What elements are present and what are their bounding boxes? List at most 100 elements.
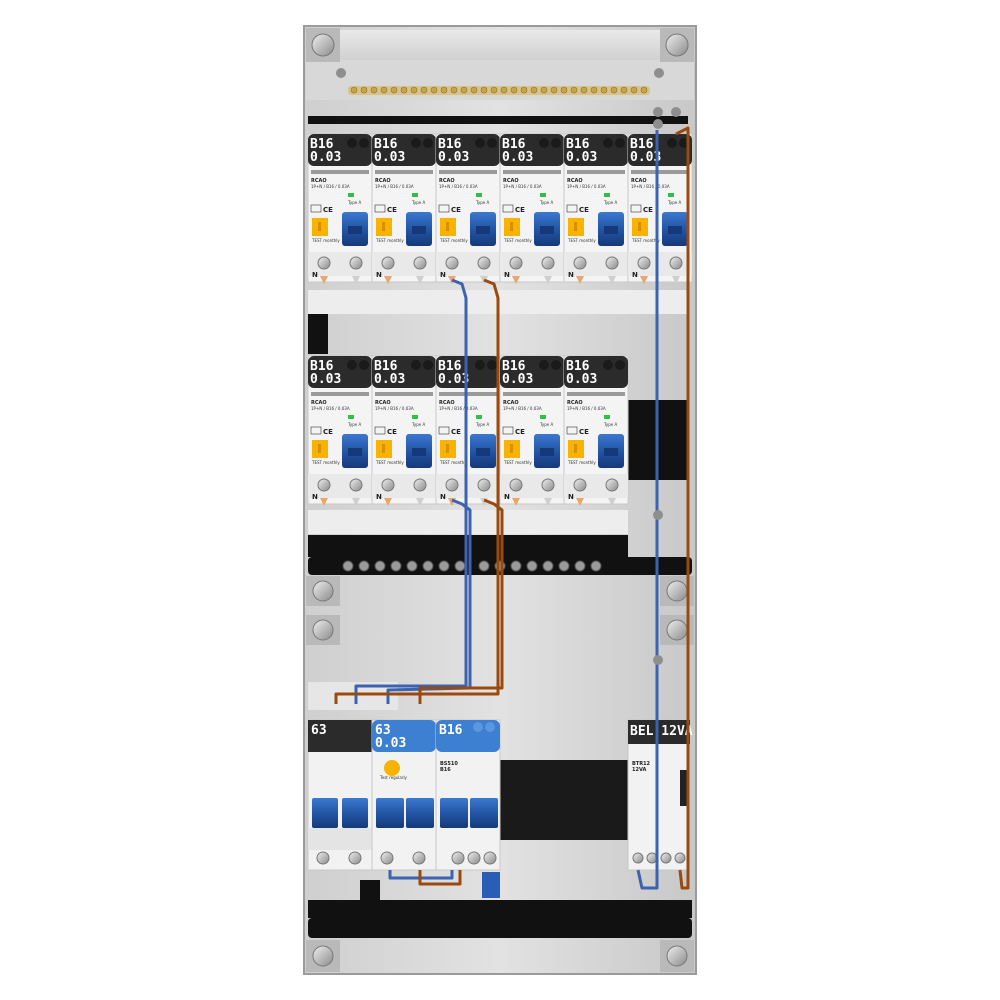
phase-wire-rcd [418,870,462,886]
main-rcd[interactable]: 63 0.03 Test regularly [371,719,437,871]
nbar-screw[interactable] [526,560,538,572]
breaker-rating: B16 [630,137,654,152]
n-terminal-label: N [568,493,574,501]
terminal-screw[interactable] [413,256,427,270]
terminal-screw[interactable] [509,256,523,270]
nbar-screw[interactable] [590,560,602,572]
nbar-screw[interactable] [478,560,490,572]
breaker-sensitivity: 0.03 [566,372,597,387]
busbar-pin [620,86,628,94]
main-rcd-lever-1[interactable] [376,798,404,828]
breaker-model: RCAO [503,400,519,406]
breaker-rating: B16 [310,137,334,152]
main-switch[interactable]: 63 [307,719,373,871]
terminal-screw[interactable] [349,478,363,492]
busbar-pin [350,86,358,94]
terminal-screw[interactable] [605,478,619,492]
bell-transformer[interactable]: BEL 12VA BTR12 12VA [627,719,693,871]
terminal-screw[interactable] [445,256,459,270]
nbar-screw[interactable] [374,560,386,572]
breaker-spec: 1P+N / B16 / 0.03A [567,406,606,411]
status-indicator [540,193,546,197]
terminal-screw[interactable] [317,256,331,270]
breaker-spec: 1P+N / B16 / 0.03A [567,184,606,189]
main-switch-lever-2[interactable] [342,798,368,828]
breaker-model: RCAO [311,400,327,406]
breaker-test-label: TEST monthly [631,238,660,243]
busbar-pin [530,86,538,94]
terminal-screw[interactable] [381,478,395,492]
breaker-test-label: TEST monthly [503,238,532,243]
nbar-screw[interactable] [510,560,522,572]
terminal-screw[interactable] [445,478,459,492]
busbar-pin [490,86,498,94]
breaker-spec: 1P+N / B16 / 0.03A [439,406,478,411]
svg-text:CE: CE [579,206,589,214]
svg-text:CE: CE [323,428,333,436]
main-switch-lever-1[interactable] [312,798,338,828]
n-terminal-label: N [312,493,318,501]
phase-wire-row1 [483,278,500,510]
rcd-test-button[interactable] [384,760,400,776]
breaker-test-label: TEST monthly [375,238,404,243]
svg-text:CE: CE [515,428,525,436]
busbar-pin [540,86,548,94]
breaker-test-label: TEST monthly [567,238,596,243]
nbar-screw[interactable] [438,560,450,572]
breaker-test-label: TEST monthly [439,460,468,465]
busbar-pin [510,86,518,94]
terminal-screw[interactable] [509,478,523,492]
terminal-screw[interactable] [381,256,395,270]
small-breaker-model: BS510 [440,761,458,767]
nbar-screw[interactable] [454,560,466,572]
breaker-test-label: TEST monthly [375,460,404,465]
main-rcd-lever-2[interactable] [406,798,434,828]
nbar-screw[interactable] [574,560,586,572]
terminal-screw[interactable] [349,256,363,270]
terminal-screw[interactable] [541,256,555,270]
neutral-wire-row1 [451,278,468,510]
terminal-screw[interactable] [413,478,427,492]
svg-text:CE: CE [515,206,525,214]
terminal-screw[interactable] [477,478,491,492]
small-breaker-lever-1[interactable] [440,798,468,828]
nbar-screw[interactable] [390,560,402,572]
breaker-type: Type A [603,200,617,205]
nbar-screw[interactable] [422,560,434,572]
n-terminal-label: N [312,271,318,279]
nbar-screw[interactable] [358,560,370,572]
busbar-pin [580,86,588,94]
small-breaker-lever-2[interactable] [470,798,498,828]
breaker-sensitivity: 0.03 [310,372,341,387]
nbar-screw[interactable] [342,560,354,572]
nbar-screw[interactable] [406,560,418,572]
small-breaker-b16[interactable]: B16 BS510 B16 [435,719,501,898]
breaker-rating: B16 [502,359,526,374]
terminal-screw[interactable] [541,478,555,492]
terminal-screw[interactable] [477,256,491,270]
terminal-screw[interactable] [637,256,651,270]
breaker-type: Type A [411,422,425,427]
breaker-model: RCAO [375,400,391,406]
nbar-screw[interactable] [558,560,570,572]
terminal-screw[interactable] [605,256,619,270]
terminal-screw[interactable] [573,478,587,492]
busbar-pin [640,86,648,94]
terminal-screw[interactable] [317,478,331,492]
n-terminal-label: N [568,271,574,279]
terminal-screw[interactable] [669,256,683,270]
nbar-screw[interactable] [542,560,554,572]
breaker-sensitivity: 0.03 [310,150,341,165]
terminal-screw[interactable] [573,256,587,270]
